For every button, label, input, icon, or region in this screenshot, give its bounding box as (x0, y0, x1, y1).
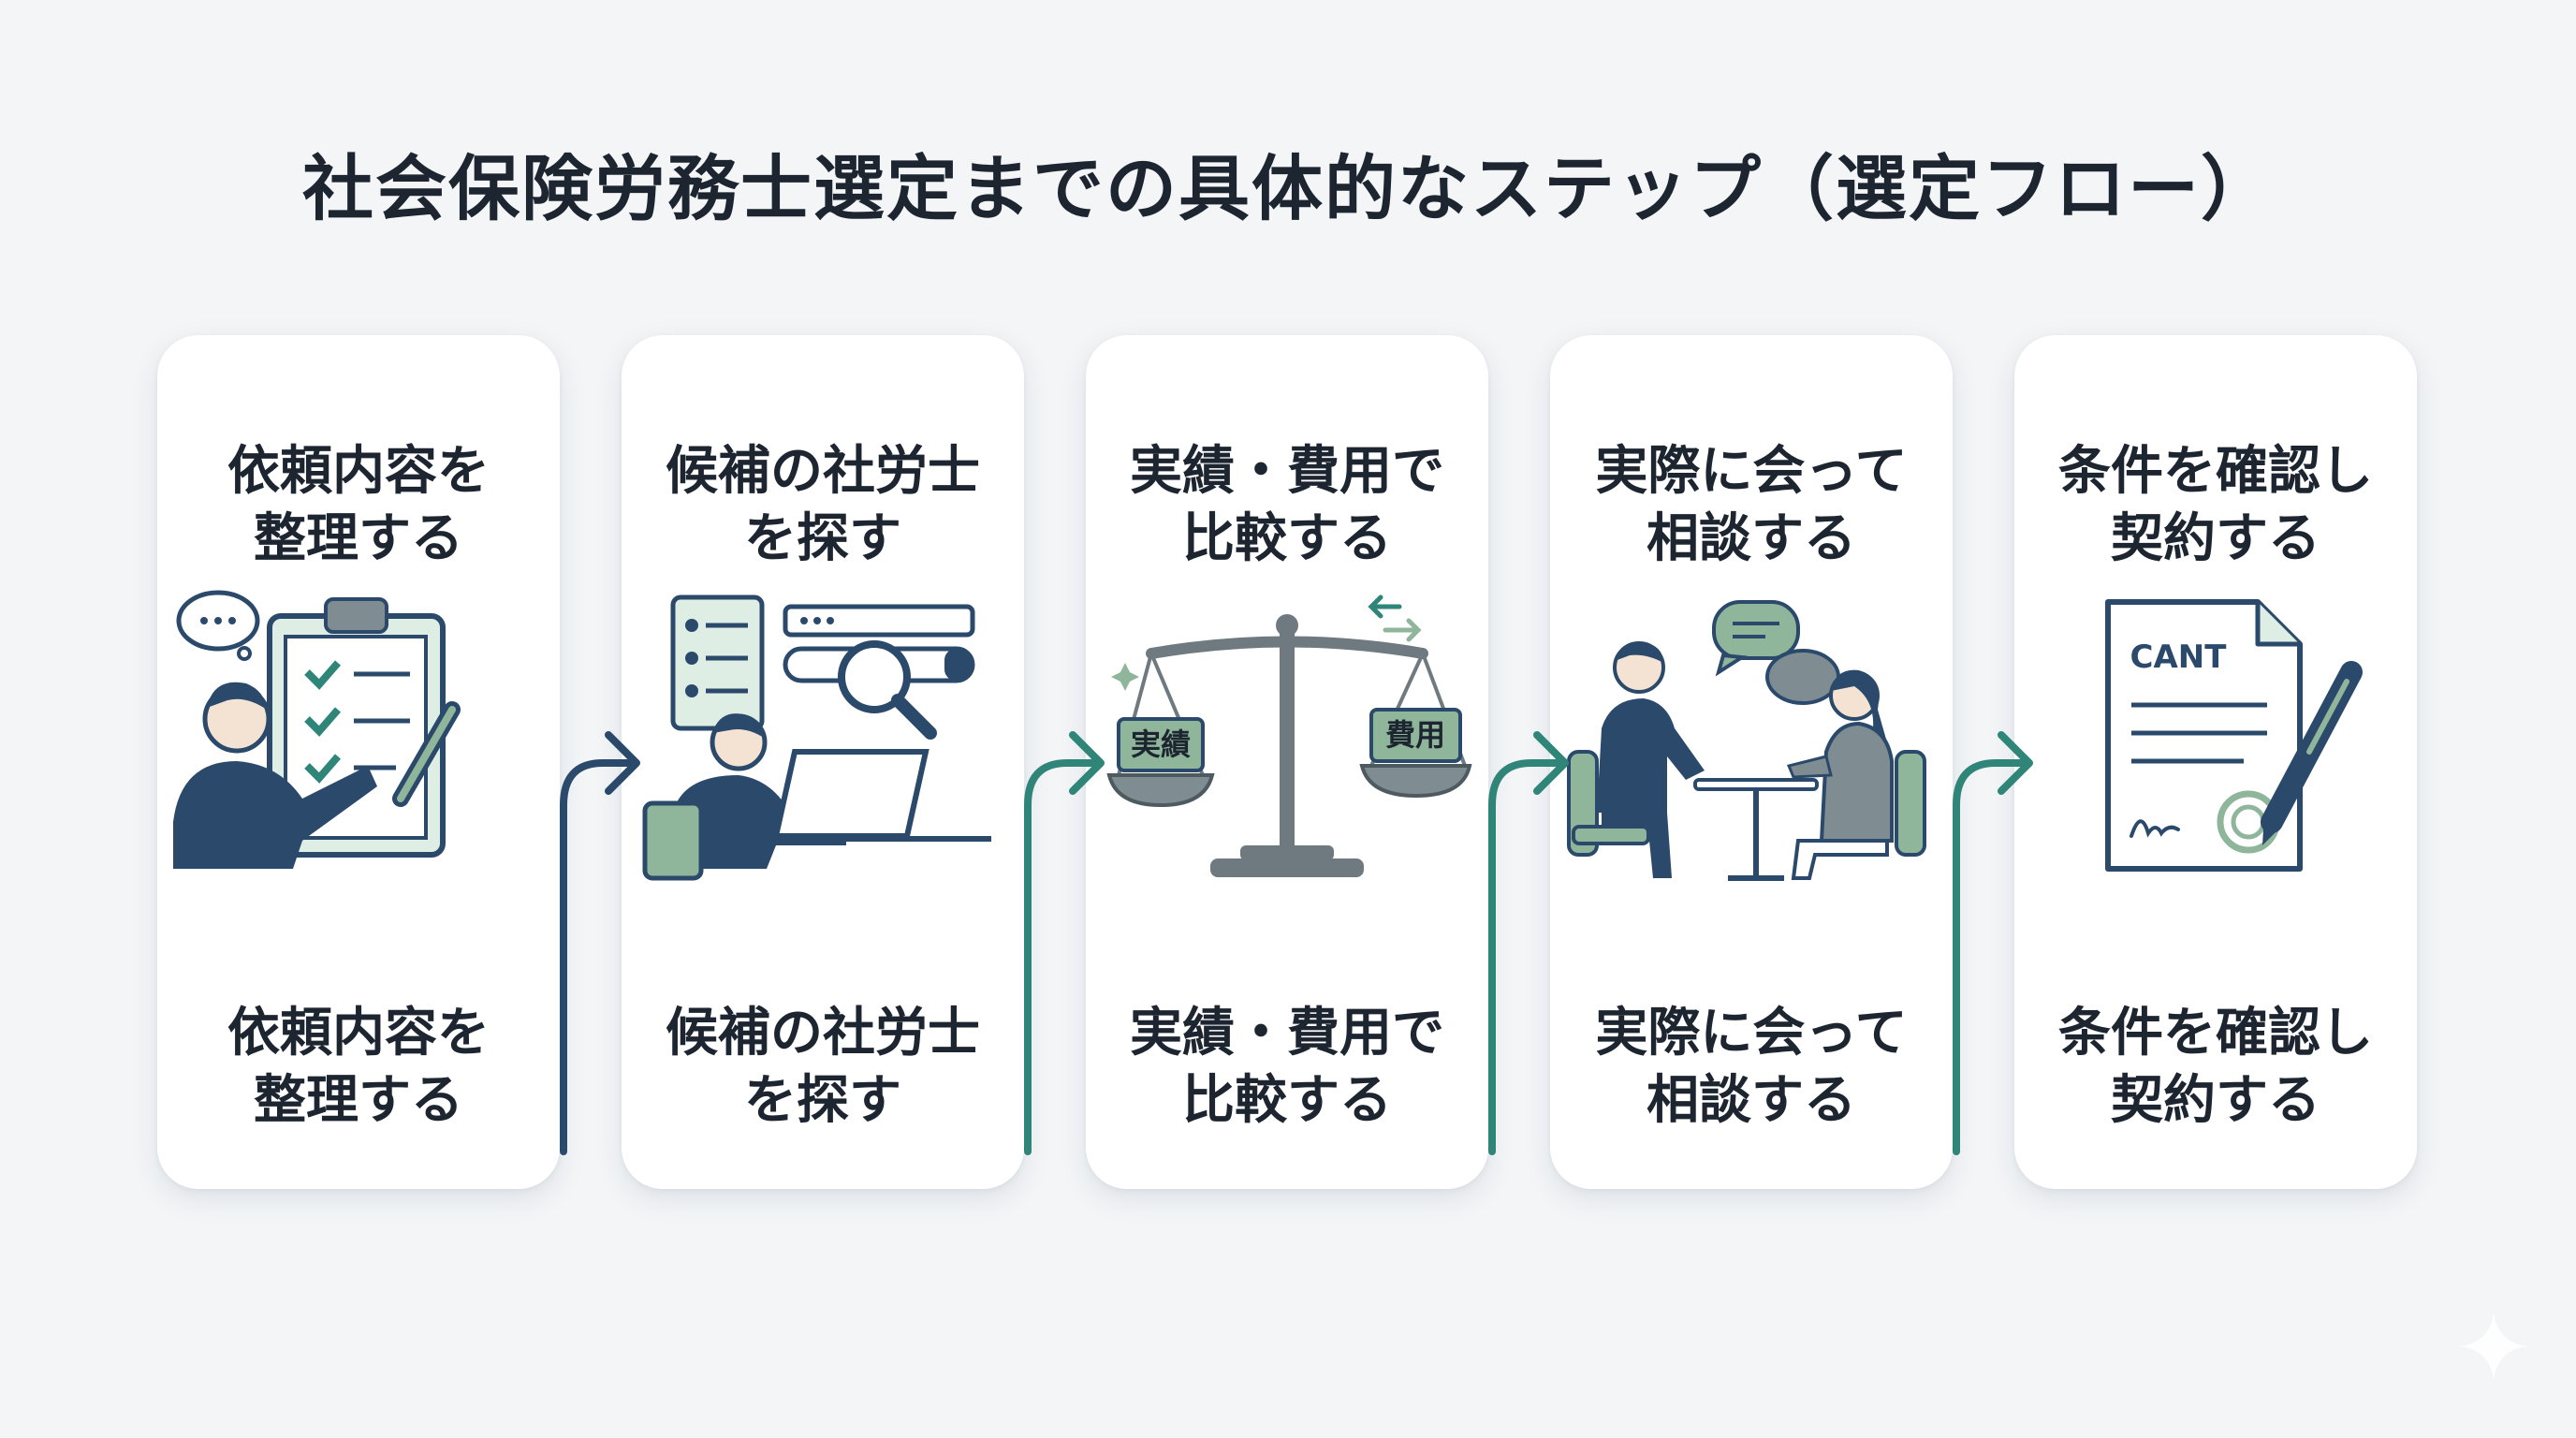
contract-doc-text: CANT (2130, 638, 2228, 676)
flow-arrow-1 (560, 731, 640, 1155)
scale-tag-left: 実績 (1131, 726, 1191, 762)
step-card-4: 実際に会って 相談する 実際に会って 相談する (1550, 335, 1953, 1189)
sparkle-icon (2460, 1313, 2527, 1380)
balance-scale-icon: 実績 費用 (1106, 594, 1472, 877)
step-1-label-bottom: 依頼内容を 整理する (227, 1003, 490, 1131)
meeting-people-icon (1567, 600, 1926, 881)
step-2-label-bottom: 候補の社労士 を探す (666, 1003, 980, 1131)
step-5-label-bottom: 条件を確認し 契約する (2058, 1003, 2373, 1131)
step-4-label-bottom: 実際に会って 相談する (1595, 1003, 1908, 1131)
page-title: 社会保険労務士選定までの具体的なステップ（選定フロー） (302, 147, 2274, 230)
step-card-5: 条件を確認し 契約する CANT 条件を確認し 契約する (2014, 335, 2417, 1189)
flow-arrow-3 (1488, 731, 1569, 1155)
step-card-2: 候補の社労士 を探す 候補の社労士 を探す (622, 335, 1024, 1189)
scale-tag-right: 費用 (1385, 717, 1445, 753)
step-1-label-top: 依頼内容を 整理する (227, 441, 490, 569)
flow-arrow-4 (1953, 731, 2033, 1155)
step-3-label-top: 実績・費用で 比較する (1130, 441, 1444, 569)
search-laptop-icon (642, 594, 991, 881)
checklist-person-icon (173, 590, 461, 869)
step-card-1: 依頼内容を 整理する 依頼内容を 整理する (157, 335, 560, 1189)
flow-arrow-2 (1024, 731, 1105, 1155)
contract-pen-icon: CANT (2105, 599, 2363, 872)
step-4-label-top: 実際に会って 相談する (1595, 441, 1908, 569)
step-3-label-bottom: 実績・費用で 比較する (1130, 1003, 1444, 1131)
step-2-label-top: 候補の社労士 を探す (666, 441, 980, 569)
step-card-3: 実績・費用で 比較する 実績 費用 実績・費用で 比較する (1086, 335, 1488, 1189)
step-5-label-top: 条件を確認し 契約する (2058, 441, 2373, 569)
